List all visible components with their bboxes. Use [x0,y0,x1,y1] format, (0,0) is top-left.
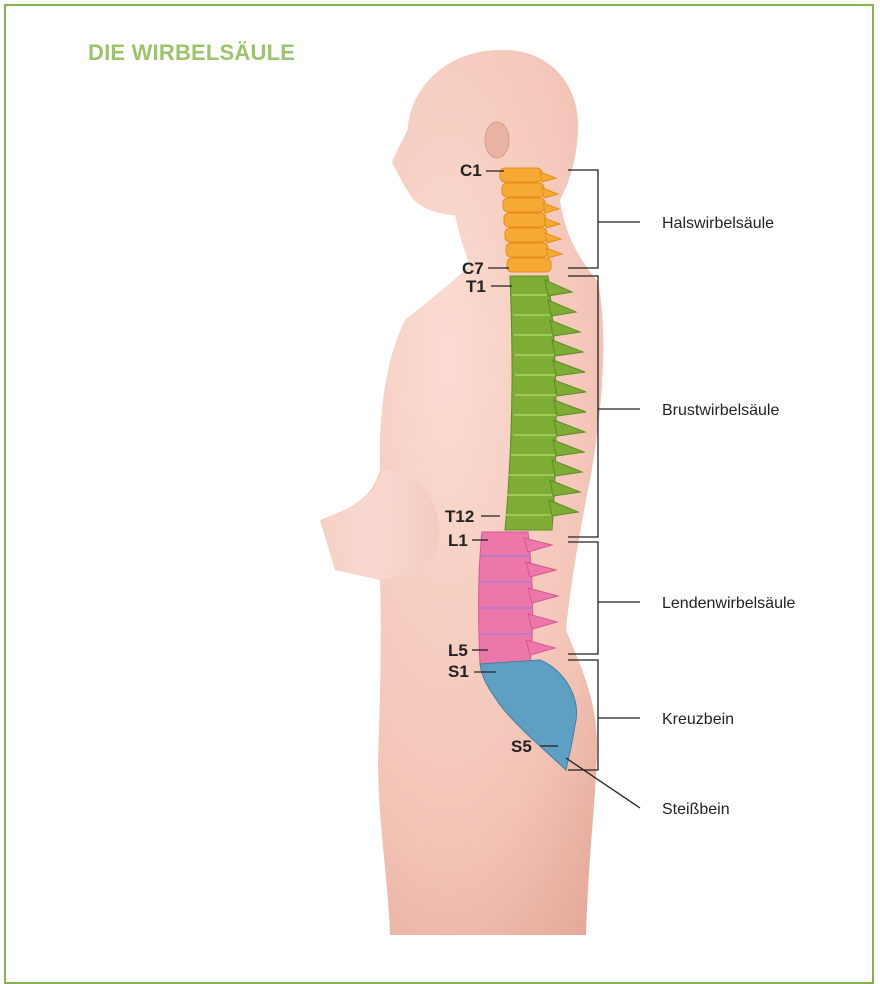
bracket-cervical [568,170,640,268]
label-lendenwirbelsaeule: Lendenwirbelsäule [662,595,796,612]
label-l5: L5 [448,641,468,660]
label-s5: S5 [511,737,532,756]
label-t12: T12 [445,507,474,526]
arm [320,470,439,580]
label-steissbein: Steißbein [662,801,730,818]
label-c7: C7 [462,259,484,278]
label-halswirbelsaeule: Halswirbelsäule [662,215,774,232]
label-c1: C1 [460,161,482,180]
region-labels: Halswirbelsäule Brustwirbelsäule Lendenw… [662,215,796,818]
label-kreuzbein: Kreuzbein [662,711,734,728]
label-s1: S1 [448,662,469,681]
ear [485,122,509,158]
label-t1: T1 [466,277,486,296]
label-l1: L1 [448,531,468,550]
bracket-lumbar [568,542,640,654]
label-brustwirbelsaeule: Brustwirbelsäule [662,402,779,419]
